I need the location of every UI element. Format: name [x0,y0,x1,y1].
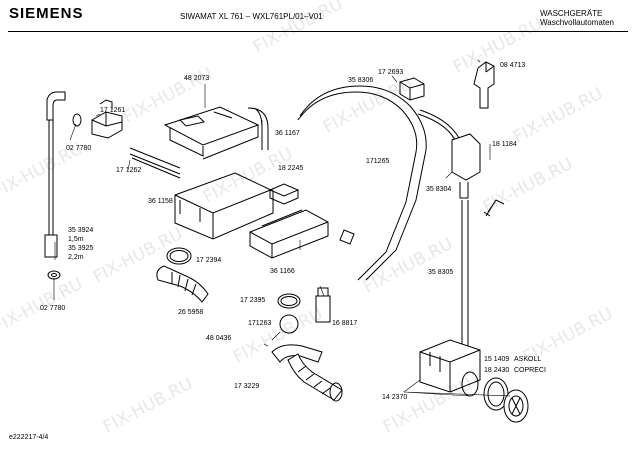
dispenser-housing [174,172,274,240]
part-label-182430: 18 2430 [484,367,510,374]
part-label-171261: 17 1261 [100,107,126,114]
part-label-171263: 171263 [248,320,272,327]
part-label-027780-a: 02 7780 [66,145,92,152]
part-label-084713: 08 4713 [500,62,526,69]
air-trap [451,133,481,181]
part-label-171265: 171265 [366,158,390,165]
washer-ring-a [72,113,82,127]
dispenser-bracket [268,183,300,205]
float-ball [279,314,299,334]
part-label-182245: 18 2245 [278,165,304,172]
part-label-361158: 36 1158 [148,198,173,205]
washer-ring-b [47,270,61,280]
bellows-hose [156,265,209,303]
category-subtitle: Waschvollautomaten [540,18,614,27]
part-label-173229: 17 3229 [234,383,260,390]
hose-clip [483,199,505,217]
part-label-172394: 17 2394 [196,257,222,264]
part-label-length-1: 1,5m [68,236,84,243]
part-label-171262: 17 1262 [116,167,142,174]
part-label-181184: 18 1184 [492,141,517,148]
part-label-358306: 35 8306 [348,77,374,84]
inlet-hose-elbow [46,91,66,121]
part-label-353925: 35 3925 [68,245,94,252]
part-label-480436: 48 0436 [206,335,232,342]
drain-tube [461,200,469,348]
seal-ring-172395 [277,293,301,309]
category-title: WASCHGERÄTE [540,9,603,18]
part-label-265958: 26 5958 [178,309,204,316]
part-label-copreci: COPRECI [514,367,546,374]
part-label-482073: 48 2073 [184,75,210,82]
part-label-361167: 36 1167 [275,130,300,137]
model-title: SIWAMAT XL 761 – WXL761PL/01–V01 [180,12,323,21]
vent-fitting [473,61,495,109]
page-identifier: e222217-4/4 [9,434,49,441]
part-label-172693: 17 2693 [378,69,404,76]
brand-logo: SIEMENS [9,5,84,22]
inlet-hose [48,120,54,236]
pressure-switch [399,77,425,101]
part-label-361166: 36 1166 [270,268,295,275]
header-divider [8,31,628,32]
air-trap-tube [297,85,427,281]
detergent-drawer [249,209,329,259]
part-label-168817: 16 8817 [332,320,358,327]
sump-hose [271,344,323,363]
part-label-142370: 14 2370 [382,394,408,401]
part-label-358305: 35 8305 [428,269,454,276]
part-label-353924: 35 3924 [68,227,94,234]
dispenser-cover [163,106,260,160]
part-label-length-2: 2,2m [68,254,84,261]
hose-pair [129,147,181,179]
part-label-151409: 15 1409 [484,356,510,363]
part-label-358304: 35 8304 [426,186,452,193]
pressure-chamber [315,295,331,323]
part-label-askoll: ASKOLL [514,356,542,363]
seal-ring-172394 [166,247,192,265]
inlet-hose-lower-fitting [44,234,58,258]
part-label-027780-b: 02 7780 [40,305,66,312]
part-label-172395: 17 2395 [240,297,266,304]
